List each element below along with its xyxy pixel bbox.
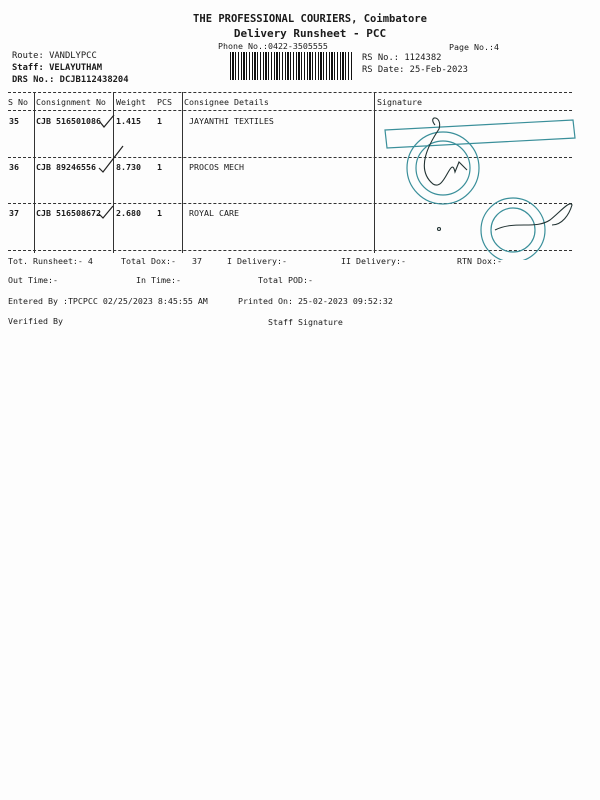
pcs: 1 — [157, 162, 162, 172]
drs-number: DRS No.: DCJB112438204 — [12, 75, 129, 85]
total-pod: Total POD:- — [258, 275, 313, 285]
consignment-no: CJB 89246556 — [36, 162, 96, 172]
consignment-no: CJB 516508672 — [36, 208, 101, 218]
column-divider — [113, 92, 114, 253]
pcs: 1 — [157, 208, 162, 218]
check-marks-icon — [98, 114, 124, 219]
weight: 2.680 — [116, 208, 141, 218]
column-divider — [182, 92, 183, 253]
phone-number: Phone No.:0422-3505555 — [218, 41, 328, 51]
barcode — [230, 52, 352, 80]
ii-delivery: II Delivery:- — [341, 256, 406, 266]
col-consignment: Consignment No — [36, 97, 106, 107]
consignee: PROCOS MECH — [189, 162, 244, 172]
col-consignee: Consignee Details — [184, 97, 269, 107]
company-name: THE PROFESSIONAL COURIERS, Coimbatore — [193, 13, 427, 25]
col-signature: Signature — [377, 97, 422, 107]
entered-by: Entered By :TPCPCC 02/25/2023 8:45:55 AM — [8, 296, 208, 306]
rtn-dox: RTN Dox:- — [457, 256, 502, 266]
consignee: JAYANTHI TEXTILES — [189, 116, 274, 126]
total-dox-label: Total Dox:- — [121, 256, 176, 266]
page-number: Page No.:4 — [449, 42, 499, 52]
total-dox-value: 37 — [192, 256, 202, 266]
signature-stamps-icon — [384, 117, 576, 260]
weight: 1.415 — [116, 116, 141, 126]
out-time: Out Time:- — [8, 275, 58, 285]
column-divider — [34, 92, 35, 253]
column-divider — [374, 92, 375, 253]
consignee: ROYAL CARE — [189, 208, 239, 218]
rs-number: RS No.: 1124382 — [362, 53, 442, 63]
verified-by: Verified By — [8, 316, 63, 326]
staff-signature: Staff Signature — [268, 317, 343, 327]
divider — [8, 110, 572, 111]
document-title: Delivery Runsheet - PCC — [233, 27, 387, 40]
tot-runsheet: Tot. Runsheet:- 4 — [8, 256, 93, 266]
col-weight: Weight — [116, 97, 146, 107]
rs-date: RS Date: 25-Feb-2023 — [362, 65, 468, 75]
consignment-no: CJB 516501086 — [36, 116, 101, 126]
i-delivery: I Delivery:- — [227, 256, 287, 266]
sno: 35 — [9, 116, 19, 126]
divider — [8, 157, 572, 158]
printed-on: Printed On: 25-02-2023 09:52:32 — [238, 296, 393, 306]
in-time: In Time:- — [136, 275, 181, 285]
staff: Staff: VELAYUTHAM — [12, 63, 103, 73]
col-sno: S No — [8, 97, 28, 107]
sno: 36 — [9, 162, 19, 172]
sno: 37 — [9, 208, 19, 218]
route: Route: VANDLYPCC — [12, 51, 97, 61]
weight: 8.730 — [116, 162, 141, 172]
divider — [8, 203, 572, 204]
pcs: 1 — [157, 116, 162, 126]
divider — [8, 92, 572, 93]
col-pcs: PCS — [157, 97, 172, 107]
divider — [8, 250, 572, 251]
